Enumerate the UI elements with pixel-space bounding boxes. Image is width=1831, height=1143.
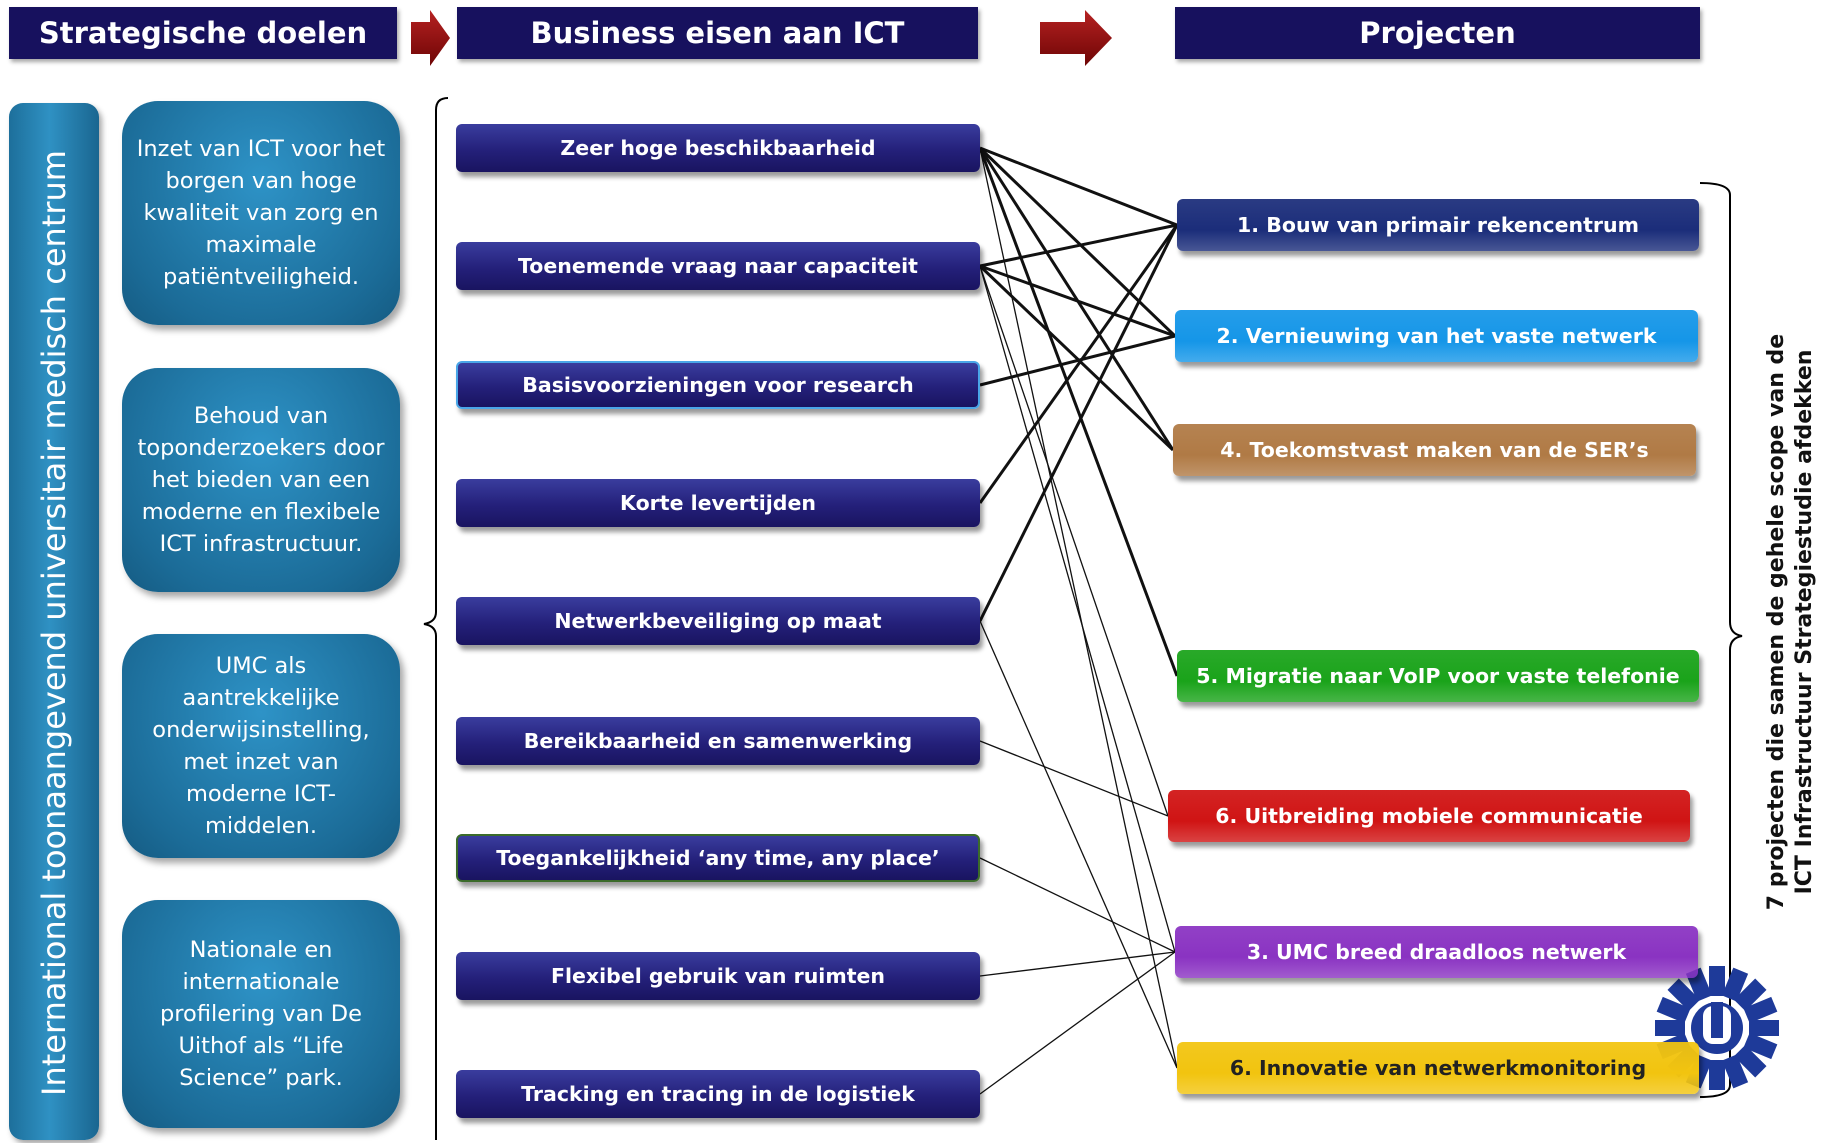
logo-ray: [1655, 1020, 1685, 1036]
scope-note: 7 projecten die samen de gehele scope va…: [1764, 333, 1817, 911]
header-strategische-doelen: Strategische doelen: [9, 7, 397, 59]
logo-ray: [1709, 966, 1725, 996]
vertical-goal-bar: International toonaangevend universitair…: [9, 103, 99, 1140]
strong-link-3: [978, 147, 1175, 451]
strong-link-8: [978, 224, 1179, 504]
weak-link-5: [979, 620, 1178, 1069]
project-box-1: 1. Bouw van primair rekencentrum: [1177, 199, 1699, 251]
logo-ray: [1709, 1060, 1725, 1090]
requirement-project-links: [978, 146, 1179, 1095]
project-box-5: 5. Migratie naar VoIP voor vaste telefon…: [1177, 650, 1699, 702]
weak-link-7: [979, 857, 1176, 953]
weak-link-9: [979, 951, 1176, 1095]
uu-logo-icon: [1655, 966, 1779, 1090]
requirement-box-1: Zeer hoge beschikbaarheid: [456, 124, 980, 172]
strong-link-7: [979, 334, 1176, 387]
logo-ray: [1721, 1054, 1749, 1089]
logo-ray: [1721, 967, 1749, 1002]
header-business-eisen: Business eisen aan ICT: [457, 7, 978, 59]
project-box-4: 4. Toekomstvast maken van de SER’s: [1173, 424, 1696, 476]
weak-link-4: [979, 265, 1176, 953]
goal-box-2: Behoud van toponderzoekers door het bied…: [122, 368, 400, 592]
goal-box-3: UMC als aantrekkelijke onderwijsinstelli…: [122, 634, 400, 858]
logo-ray: [1733, 1044, 1767, 1078]
goal-box-4: Nationale en internationale profilering …: [122, 900, 400, 1128]
strong-link-2: [978, 146, 1177, 338]
requirement-box-5: Netwerkbeveiliging op maat: [456, 597, 980, 645]
logo-ray: [1656, 996, 1691, 1024]
logo-ray: [1667, 978, 1701, 1012]
weak-link-8: [979, 951, 1176, 977]
project-box-6-mobile: 6. Uitbreiding mobiele communicatie: [1168, 790, 1690, 842]
logo-ray: [1749, 1020, 1779, 1036]
project-box-2: 2. Vernieuwing van het vaste netwerk: [1175, 310, 1698, 362]
logo-ray: [1743, 996, 1778, 1024]
project-box-3: 3. UMC breed draadloos netwerk: [1175, 926, 1698, 978]
bracket-right: [1699, 182, 1743, 1098]
requirement-box-9: Tracking en tracing in de logistiek: [456, 1070, 980, 1118]
flow-arrow-2: [1040, 10, 1112, 66]
header-projecten: Projecten: [1175, 7, 1700, 59]
logo-ray: [1733, 978, 1767, 1012]
bracket-left: [423, 97, 449, 1140]
weak-link-1: [979, 147, 1178, 677]
requirement-box-4: Korte levertijden: [456, 479, 980, 527]
strong-link-5: [979, 264, 1176, 338]
weak-link-3: [979, 265, 1169, 817]
requirement-box-3: Basisvoorzieningen voor research: [456, 361, 980, 409]
logo-ray: [1743, 1032, 1778, 1060]
requirement-box-2: Toenemende vraag naar capaciteit: [456, 242, 980, 290]
weak-link-6: [979, 740, 1169, 817]
strong-link-9: [978, 224, 1179, 622]
strong-link-4: [979, 223, 1178, 268]
weak-link-2: [979, 147, 1178, 1069]
requirement-box-6: Bereikbaarheid en samenwerking: [456, 717, 980, 765]
project-box-6-monitoring: 6. Innovatie van netwerkmonitoring: [1177, 1042, 1699, 1094]
goal-box-1: Inzet van ICT voor het borgen van hoge k…: [122, 101, 400, 325]
flow-arrow-1: [411, 10, 450, 66]
vertical-goal-title: International toonaangevend universitair…: [35, 150, 73, 1096]
requirement-box-7: Toegankelijkheid ‘any time, any place’: [456, 834, 980, 882]
requirement-box-8: Flexibel gebruik van ruimten: [456, 952, 980, 1000]
strong-link-1: [979, 146, 1178, 227]
